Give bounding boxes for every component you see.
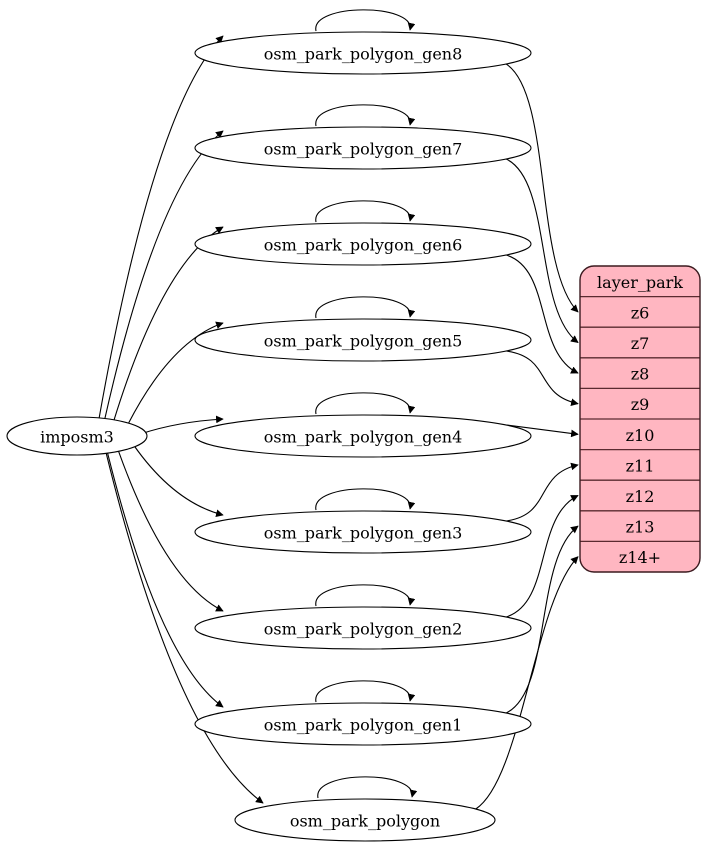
edge-gen3-to-z11 xyxy=(506,462,579,522)
node-label-gen8: osm_park_polygon_gen8 xyxy=(264,45,463,64)
node-gen6[interactable]: osm_park_polygon_gen6 xyxy=(194,222,532,266)
edge-gen1-to-z13 xyxy=(505,525,579,714)
node-base[interactable]: osm_park_polygon xyxy=(234,798,496,842)
self-loop-edge-gen8 xyxy=(315,9,416,32)
node-label-gen7: osm_park_polygon_gen7 xyxy=(264,140,463,159)
layer-park-border xyxy=(579,265,701,573)
edge-imposm3-to-gen7 xyxy=(104,130,224,420)
edge-gen8-to-z6 xyxy=(505,63,579,313)
node-gen2[interactable]: osm_park_polygon_gen2 xyxy=(194,606,532,650)
node-ellipse-gen2 xyxy=(194,606,532,650)
self-loop-edge-gen5 xyxy=(315,296,416,319)
edge-gen2-to-z12 xyxy=(506,495,579,618)
edge-imposm3-to-gen6 xyxy=(113,226,224,421)
edge-gen5-to-z9 xyxy=(506,350,579,406)
table-row-z6[interactable]: z6 xyxy=(631,303,650,322)
node-label-gen3: osm_park_polygon_gen3 xyxy=(264,524,463,543)
table-row-z13[interactable]: z13 xyxy=(626,518,655,537)
node-label-imposm3: imposm3 xyxy=(40,428,114,447)
node-label-gen1: osm_park_polygon_gen1 xyxy=(264,716,463,735)
node-ellipse-imposm3 xyxy=(6,416,148,456)
self-loop-edge-gen1 xyxy=(315,680,416,703)
node-label-gen5: osm_park_polygon_gen5 xyxy=(264,332,463,351)
node-gen5[interactable]: osm_park_polygon_gen5 xyxy=(194,318,532,362)
self-loop-edge-gen4 xyxy=(315,392,416,415)
edge-gen6-to-z8 xyxy=(506,254,579,374)
edge-imposm3-to-base xyxy=(105,452,264,804)
node-ellipse-gen4 xyxy=(194,414,532,458)
table-row-z10[interactable]: z10 xyxy=(626,426,655,445)
node-gen3[interactable]: osm_park_polygon_gen3 xyxy=(194,510,532,554)
layer-park-header: layer_park xyxy=(597,273,683,292)
edge-imposm3-to-gen2 xyxy=(117,450,224,612)
layer-park-table-group: layer_park z6 z7 z8 z9 z10 z11 z12 z13 z14+ xyxy=(579,265,701,573)
self-loop-edge-gen3 xyxy=(315,488,416,511)
edge-base-to-z14+ xyxy=(475,556,579,810)
node-ellipse-gen8 xyxy=(194,31,532,75)
ellipse-nodes: osm_park_polygon_gen8 osm_park_polygon_ge… xyxy=(194,31,532,842)
node-gen4[interactable]: osm_park_polygon_gen4 xyxy=(194,414,532,458)
self-loop-edges xyxy=(315,9,418,799)
edge-imposm3-to-gen4 xyxy=(140,415,224,435)
edge-imposm3-to-gen3 xyxy=(133,444,224,518)
self-loop-edge-gen6 xyxy=(315,200,416,223)
node-ellipse-gen3 xyxy=(194,510,532,554)
node-label-gen4: osm_park_polygon_gen4 xyxy=(264,428,463,447)
node-ellipse-gen1 xyxy=(194,702,532,746)
node-gen1[interactable]: osm_park_polygon_gen1 xyxy=(194,702,532,746)
self-loop-edge-gen2 xyxy=(315,584,416,607)
node-ellipse-gen5 xyxy=(194,318,532,362)
table-row-z14+[interactable]: z14+ xyxy=(619,548,661,567)
node-label-base: osm_park_polygon xyxy=(290,812,440,831)
table-row-z12[interactable]: z12 xyxy=(626,487,655,506)
node-label-gen2: osm_park_polygon_gen2 xyxy=(264,620,463,639)
table-row-z8[interactable]: z8 xyxy=(631,365,650,384)
table-row-z11[interactable]: z11 xyxy=(626,456,655,475)
edges-to-layer-park xyxy=(475,63,579,810)
node-label-gen6: osm_park_polygon_gen6 xyxy=(264,236,463,255)
table-row-z7[interactable]: z7 xyxy=(631,334,650,353)
self-loop-edge-base xyxy=(317,776,418,799)
edge-imposm3-to-gen1 xyxy=(106,452,224,708)
node-ellipse-base xyxy=(234,798,496,842)
node-ellipse-gen6 xyxy=(194,222,532,266)
edge-gen4-to-z10 xyxy=(506,424,579,438)
edge-imposm3-to-gen5 xyxy=(127,321,224,425)
table-row-z9[interactable]: z9 xyxy=(631,395,650,414)
edge-imposm3-to-gen8 xyxy=(98,35,224,419)
node-imposm3[interactable]: imposm3 xyxy=(6,416,148,456)
node-ellipse-gen7 xyxy=(194,126,532,170)
node-gen7[interactable]: osm_park_polygon_gen7 xyxy=(194,126,532,170)
node-gen8[interactable]: osm_park_polygon_gen8 xyxy=(194,31,532,75)
source-node-group: imposm3 xyxy=(6,416,148,456)
edge-gen7-to-z7 xyxy=(505,158,579,343)
self-loop-edge-gen7 xyxy=(315,104,416,127)
